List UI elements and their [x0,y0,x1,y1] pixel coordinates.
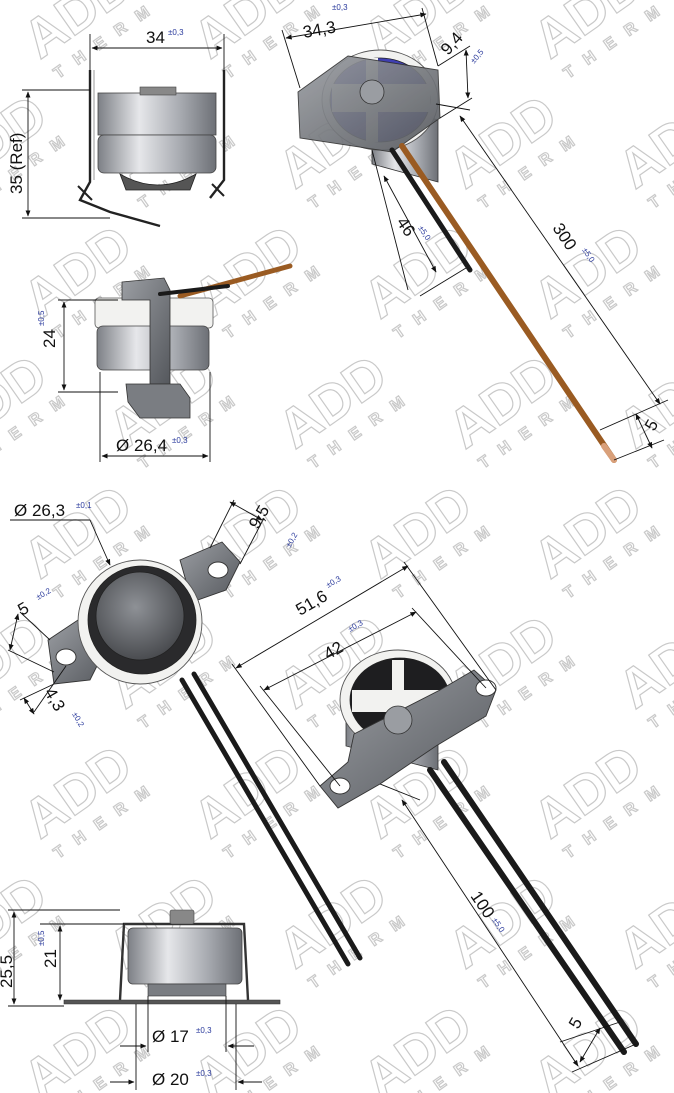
tol-dia-20: ±0,3 [196,1069,212,1078]
dims-view-5 [231,561,637,1073]
dims-view-4 [7,499,265,715]
dims-view-2 [58,299,211,462]
dims-view-6 [8,909,262,1090]
dims-view-1 [22,34,225,219]
view-side-wire [94,263,293,419]
dim-dia-20: Ø 20 [152,1070,189,1089]
dim-height-35-ref: 35 (Ref) [7,133,26,194]
tol-thick-9-4: ±0,5 [469,47,486,65]
dim-edge-4-3: 4,3 [41,685,69,715]
view-top-tabs [47,541,363,967]
tol-dia-26-4: ±0,3 [172,436,188,445]
view-front-bracket [77,70,226,228]
tol-height-24: ±0,5 [37,310,46,326]
dim-dia-26-3: Ø 26,3 [14,501,65,520]
view-iso-blue-cap [297,49,617,463]
tol-dia-17: ±0,3 [196,1026,212,1035]
watermark-word: ADD [607,84,674,200]
dim-dia-17: Ø 17 [152,1027,189,1046]
tol-width-34-3: ±0,3 [332,3,348,12]
dims-view-3 [281,7,669,461]
dim-height-24: 24 [40,329,59,348]
dim-overall-51-6: 51,6 [293,586,331,619]
tol-body-21: ±0,5 [37,930,46,946]
dim-width-34: 34 [146,28,165,47]
tol-edge-4-3: ±0,2 [70,711,86,729]
dim-dia-26-4: Ø 26,4 [116,436,167,455]
dim-total-25-5: 25,5 [0,955,16,988]
view-iso-black-cap [319,649,639,1055]
watermark-word: ADD [607,864,674,980]
dim-body-21: 21 [41,949,60,968]
watermark-word: ADD [607,604,674,720]
tol-dia-26-3: ±0,1 [76,501,92,510]
tol-width-34: ±0,3 [168,28,184,37]
tol-overall-51-6: ±0,3 [325,574,343,590]
